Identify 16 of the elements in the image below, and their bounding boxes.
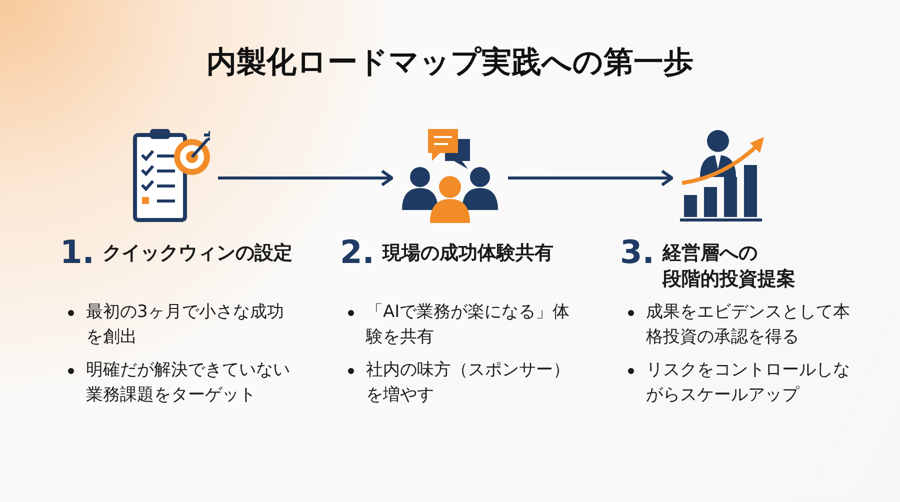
bullet-text: 社内の味方（スポンサー）を増やす [366, 359, 571, 407]
step-heading: クイックウィンの設定 [102, 241, 292, 266]
step-number: 3. [620, 236, 654, 268]
bullet-text: 成果をエビデンスとして本格投資の承認を得る [646, 301, 851, 349]
title: 内製化ロードマップ実践への第一歩 [206, 44, 694, 82]
bullet-text: リスクをコントロールしながらスケールアップ [646, 359, 851, 407]
step-number: 2. [340, 236, 374, 268]
step-heading: 経営層への [662, 241, 758, 266]
arrow [508, 170, 674, 186]
step-heading: 段階的投資提案 [662, 267, 796, 292]
bullet-text: 「AIで業務が楽になる」体験を共有 [366, 301, 571, 349]
bullet-text: 明確だが解決できていない業務課題をターゲット [86, 359, 291, 407]
step-number: 1. [60, 236, 94, 268]
step-heading: 現場の成功体験共有 [382, 241, 554, 266]
bullet-text: 最初の3ヶ月で小さな成功を創出 [86, 301, 285, 349]
arrow [218, 170, 394, 186]
